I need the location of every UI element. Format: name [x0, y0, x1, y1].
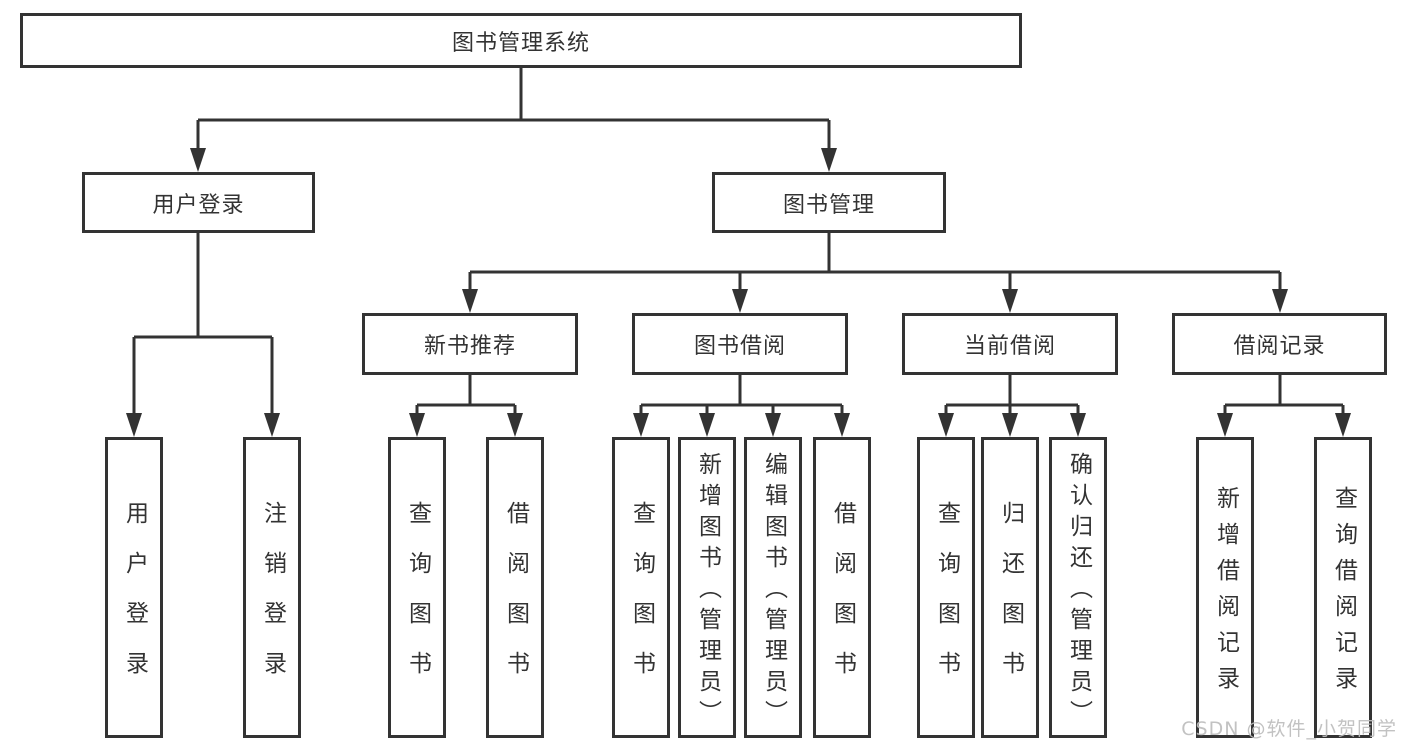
leaf-add-book-admin: 新增图书（管理员）: [678, 437, 736, 738]
leaf-query-borrow-record: 查询借阅记录: [1314, 437, 1372, 738]
node-label: 确认归还（管理员）: [1065, 452, 1092, 731]
leaf-borrow-books-borrowing: 借阅图书: [813, 437, 871, 738]
node-label: 图书借阅: [693, 334, 786, 359]
node-label: 新书推荐: [423, 334, 516, 359]
leaf-logout: 注销登录: [243, 437, 301, 738]
node-label: 图书管理系统: [451, 30, 590, 56]
node-label: 编辑图书（管理员）: [760, 452, 787, 731]
node-root-system: 图书管理系统: [20, 13, 1022, 68]
node-label: 查询图书: [404, 501, 431, 701]
leaf-edit-book-admin: 编辑图书（管理员）: [744, 437, 802, 738]
csdn-watermark: CSDN @软件_小贺同学: [1181, 718, 1397, 740]
node-current-borrowing: 当前借阅: [902, 313, 1118, 375]
leaf-confirm-return-admin: 确认归还（管理员）: [1049, 437, 1107, 738]
node-label: 新增借阅记录: [1212, 486, 1239, 702]
node-label: 借阅图书: [829, 501, 856, 701]
leaf-query-books-current: 查询图书: [917, 437, 975, 738]
node-label: 用户登录: [121, 501, 148, 701]
node-label: 用户登录: [152, 192, 245, 218]
node-book-management: 图书管理: [712, 172, 946, 233]
node-label: 查询图书: [933, 501, 960, 701]
node-new-book-recommend: 新书推荐: [362, 313, 578, 375]
node-label: 当前借阅: [963, 334, 1056, 359]
node-label: 查询图书: [628, 501, 655, 701]
node-borrow-records: 借阅记录: [1172, 313, 1387, 375]
leaf-return-book: 归还图书: [981, 437, 1039, 738]
node-user-login: 用户登录: [82, 172, 315, 233]
node-label: 注销登录: [259, 501, 286, 701]
node-book-borrowing: 图书借阅: [632, 313, 848, 375]
leaf-add-borrow-record: 新增借阅记录: [1196, 437, 1254, 738]
leaf-query-books-borrowing: 查询图书: [612, 437, 670, 738]
node-label: 借阅记录: [1233, 334, 1326, 359]
node-label: 归还图书: [997, 501, 1024, 701]
leaf-borrow-books-recommend: 借阅图书: [486, 437, 544, 738]
node-label: 图书管理: [782, 192, 875, 218]
node-label: 借阅图书: [502, 501, 529, 701]
leaf-query-books-recommend: 查询图书: [388, 437, 446, 738]
node-label: 新增图书（管理员）: [694, 452, 721, 731]
node-label: 查询借阅记录: [1330, 486, 1357, 702]
leaf-user-login: 用户登录: [105, 437, 163, 738]
